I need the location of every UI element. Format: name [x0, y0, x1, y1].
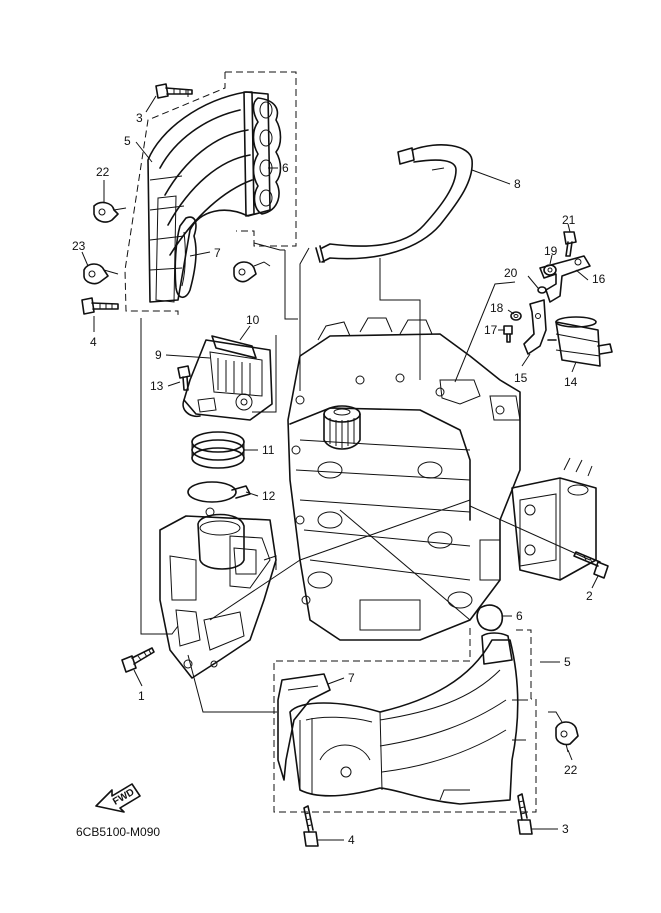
clamp-22-lower — [548, 711, 579, 753]
callout-18: 18 — [490, 301, 504, 315]
callout-23: 23 — [72, 239, 86, 253]
callout-5-lower: 5 — [564, 655, 571, 669]
callout-6-lower: 6 — [516, 609, 523, 623]
callout-9: 9 — [155, 348, 162, 362]
assembly-leader-lines — [140, 242, 591, 713]
callout-20: 20 — [504, 266, 518, 280]
pulley-gear — [323, 405, 361, 450]
bolt-3-upper — [155, 83, 193, 99]
fwd-arrow-icon: FWD — [95, 783, 141, 813]
callout-22-upper: 22 — [96, 165, 110, 179]
callout-1: 1 — [138, 689, 145, 703]
bolt-2 — [573, 551, 609, 579]
callout-4-upper: 4 — [90, 335, 97, 349]
bolt-21 — [563, 231, 577, 257]
callout-7-upper: 7 — [214, 246, 221, 260]
lower-manifold-gasket — [476, 604, 504, 632]
callout-2: 2 — [586, 589, 593, 603]
bolt-4-upper — [81, 297, 119, 315]
callout-22-lower: 22 — [564, 763, 578, 777]
collar-20 — [537, 286, 547, 294]
bracket-16 — [539, 255, 591, 303]
callout-19: 19 — [544, 244, 558, 258]
upper-intake-manifold — [147, 91, 271, 303]
callout-16: 16 — [592, 272, 606, 286]
seal-10 — [211, 335, 257, 359]
upper-throttle-gasket — [174, 216, 197, 299]
catalog-code: 6CB5100-M090 — [76, 825, 160, 839]
callout-leaders — [81, 95, 599, 841]
screw-17 — [503, 325, 513, 343]
seal-ring-11 — [191, 431, 245, 469]
fuel-pump-module — [511, 457, 597, 581]
engine-block — [287, 317, 521, 641]
clamp-22-center — [233, 261, 271, 283]
callout-15: 15 — [514, 371, 528, 385]
lower-throttle-gasket — [277, 673, 331, 781]
screw-13 — [177, 365, 191, 391]
washer-18 — [510, 311, 522, 321]
clamp-22-upper — [93, 201, 127, 223]
bracket-15 — [523, 299, 547, 355]
callout-17: 17 — [484, 323, 498, 337]
callout-10: 10 — [246, 313, 260, 327]
callout-3-upper: 3 — [136, 111, 143, 125]
lower-group-boundary — [273, 628, 537, 813]
callout-4-lower: 4 — [348, 833, 355, 847]
callout-5-upper: 5 — [124, 134, 131, 148]
clamp-23 — [83, 263, 119, 285]
bolt-1 — [121, 647, 155, 673]
callout-3-lower: 3 — [562, 822, 569, 836]
fwd-label: FWD — [111, 787, 136, 808]
bolt-3-lower — [517, 793, 533, 835]
callout-14: 14 — [564, 375, 578, 389]
breather-hose-8 — [315, 144, 473, 263]
callout-21: 21 — [562, 213, 576, 227]
bolt-4-lower — [303, 805, 319, 847]
lower-intake-manifold — [289, 632, 528, 805]
hose-clamp-12 — [187, 481, 251, 503]
callout-numbers: 3 5 22 23 4 6 7 8 21 19 20 16 18 17 10 9… — [72, 111, 606, 847]
callout-8: 8 — [514, 177, 521, 191]
silencer-cover-9 — [182, 339, 273, 421]
upper-manifold-gasket — [252, 97, 282, 215]
callout-12: 12 — [262, 489, 276, 503]
vapor-separator-14 — [547, 316, 613, 367]
callout-13: 13 — [150, 379, 164, 393]
callout-7-lower: 7 — [348, 671, 355, 685]
throttle-body — [159, 507, 277, 679]
callout-6-upper: 6 — [282, 161, 289, 175]
callout-11: 11 — [262, 443, 275, 457]
